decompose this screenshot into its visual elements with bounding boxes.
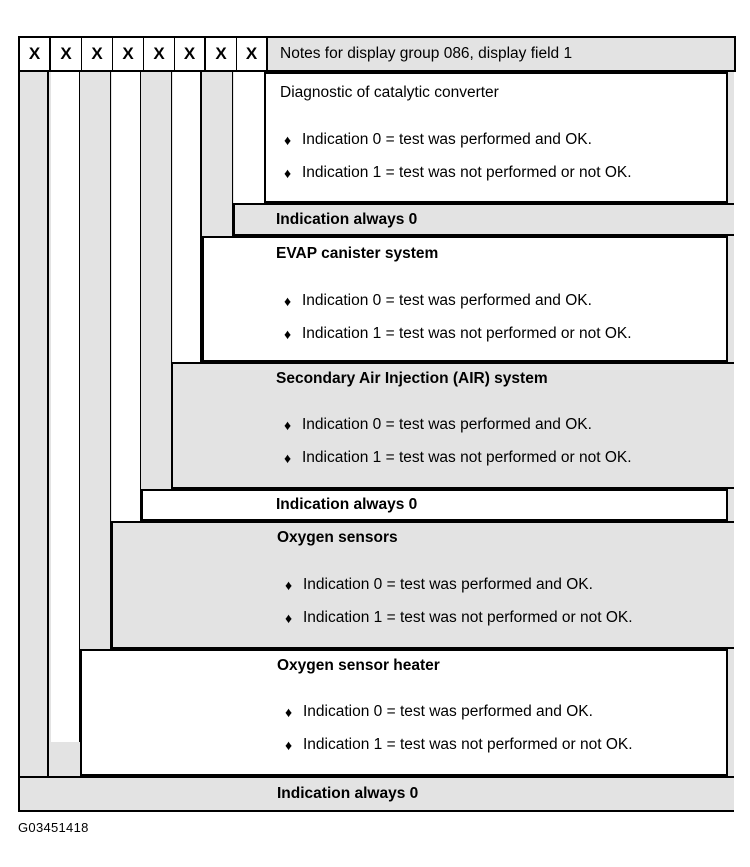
diamond-bullet-icon: ♦ — [285, 704, 293, 720]
diamond-bullet-icon: ♦ — [284, 293, 292, 309]
bit-cell-2[interactable]: X — [51, 38, 82, 70]
diamond-bullet-icon: ♦ — [284, 450, 292, 466]
bit-cell-1[interactable]: X — [20, 38, 51, 70]
bit-cell-7[interactable]: X — [206, 38, 237, 70]
bit-strip-2 — [51, 72, 80, 742]
diamond-bullet-icon: ♦ — [285, 577, 293, 593]
panel-title-oxygen-sensor-heater: Oxygen sensor heater — [277, 657, 440, 674]
bracket-evap — [202, 236, 728, 362]
bullet-text: Indication 0 = test was performed and OK… — [302, 131, 592, 148]
bit-strip-3 — [81, 72, 111, 715]
row-always-zero-3: Indication always 0 — [20, 778, 418, 810]
diamond-bullet-icon: ♦ — [284, 165, 292, 181]
bit-cell-4[interactable]: X — [113, 38, 144, 70]
bracket-always-zero-2 — [141, 489, 728, 521]
bullet-text: Indication 1 = test was not performed or… — [302, 449, 632, 466]
diamond-bullet-icon: ♦ — [284, 132, 292, 148]
panel-evap: EVAP canister system ♦ Indication 0 = te… — [202, 236, 728, 362]
always-zero-label: Indication always 0 — [276, 210, 418, 228]
bullet-text: Indication 1 = test was not performed or… — [302, 325, 632, 342]
bracket-oxygen-sensors — [111, 521, 734, 649]
bullet-text: Indication 1 = test was not performed or… — [303, 736, 633, 753]
always-zero-label: Indication always 0 — [277, 785, 419, 802]
bracket-secondary-air — [171, 362, 734, 489]
bullet-text: Indication 0 = test was performed and OK… — [303, 703, 593, 720]
bracket-catalytic-converter — [264, 72, 728, 203]
bullet-text: Indication 0 = test was performed and OK… — [302, 292, 592, 309]
diamond-bullet-icon: ♦ — [284, 417, 292, 433]
bullet-item: ♦ Indication 1 = test was not performed … — [284, 449, 632, 467]
figure-caption: G03451418 — [18, 820, 89, 835]
diamond-bullet-icon: ♦ — [285, 610, 293, 626]
bit-strip-1 — [20, 72, 49, 796]
bit-cell-5[interactable]: X — [144, 38, 175, 70]
bit-cell-3[interactable]: X — [82, 38, 113, 70]
bit-strip-4 — [112, 72, 141, 589]
bullet-item: ♦ Indication 0 = test was performed and … — [284, 292, 592, 310]
bracket-always-zero-1 — [233, 203, 734, 236]
bullet-item: ♦ Indication 0 = test was performed and … — [285, 703, 593, 721]
bullet-item: ♦ Indication 1 = test was not performed … — [285, 736, 633, 754]
bit-cell-8[interactable]: X — [237, 38, 268, 70]
bullet-text: Indication 1 = test was not performed or… — [303, 609, 633, 626]
row-always-zero-2: Indication always 0 — [142, 490, 417, 520]
panel-title-catalytic-converter: Diagnostic of catalytic converter — [280, 84, 499, 101]
always-zero-label: Indication always 0 — [276, 496, 418, 513]
panel-title-secondary-air: Secondary Air Injection (AIR) system — [276, 370, 548, 387]
bullet-text: Indication 1 = test was not performed or… — [302, 164, 632, 181]
panel-oxygen-sensors: Oxygen sensors ♦ Indication 0 = test was… — [111, 521, 734, 649]
header-title: Notes for display group 086, display fie… — [268, 38, 734, 70]
bit-header-row: X X X X X X X X Notes for display group … — [18, 36, 736, 72]
bullet-item: ♦ Indication 1 = test was not performed … — [285, 609, 633, 627]
bullet-item: ♦ Indication 1 = test was not performed … — [284, 164, 632, 182]
panel-title-evap: EVAP canister system — [276, 245, 439, 262]
bracket-always-zero-3 — [18, 776, 734, 812]
bullet-item: ♦ Indication 1 = test was not performed … — [284, 325, 632, 343]
panel-title-oxygen-sensors: Oxygen sensors — [277, 529, 398, 546]
panel-catalytic-converter: Diagnostic of catalytic converter ♦ Indi… — [264, 72, 728, 203]
bullet-text: Indication 0 = test was performed and OK… — [302, 416, 592, 433]
bracket-oxygen-sensor-heater — [80, 649, 728, 776]
panel-oxygen-sensor-heater: Oxygen sensor heater ♦ Indication 0 = te… — [80, 649, 728, 776]
diamond-bullet-icon: ♦ — [284, 326, 292, 342]
bit-strip-5 — [142, 72, 172, 562]
bullet-item: ♦ Indication 0 = test was performed and … — [284, 416, 592, 434]
diamond-bullet-icon: ♦ — [285, 737, 293, 753]
bullet-item: ♦ Indication 0 = test was performed and … — [284, 131, 592, 149]
bullet-item: ♦ Indication 0 = test was performed and … — [285, 576, 593, 594]
panel-secondary-air: Secondary Air Injection (AIR) system ♦ I… — [171, 362, 734, 489]
row-always-zero-1: Indication always 0 — [265, 204, 417, 235]
bullet-text: Indication 0 = test was performed and OK… — [303, 576, 593, 593]
bit-cell-6[interactable]: X — [175, 38, 206, 70]
